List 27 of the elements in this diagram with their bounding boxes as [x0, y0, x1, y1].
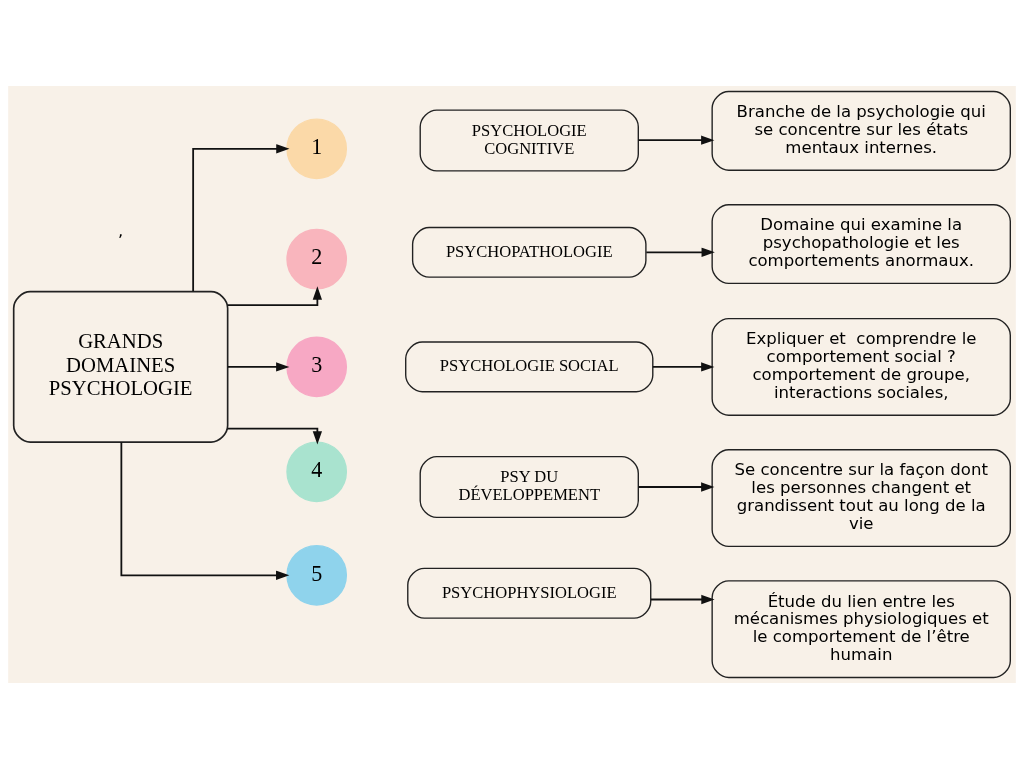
arrow: [226, 285, 322, 306]
node-box: PSYCHOLOGIE SOCIAL: [405, 340, 654, 392]
node-box: Se concentre sur la façon dont les personnes changent et grandissent tout au long de la vie: [711, 448, 1011, 547]
node-box: PSYCHOPHYSIOLOGIE: [407, 567, 652, 619]
node-box: Expliquer et comprendre le comportement social ? comportement de groupe, interactions sociales,: [711, 317, 1011, 416]
arrow: [226, 361, 290, 372]
node-box: PSYCHOLOGIE COGNITIVE: [419, 108, 639, 172]
node-box: PSYCHOPATHOLOGIE: [411, 226, 647, 278]
node-circle: 2: [286, 228, 348, 290]
arrow: [650, 594, 715, 604]
arrow: [645, 247, 715, 257]
arrow: [637, 135, 715, 145]
arrow: [120, 440, 290, 580]
node-box: GRANDS DOMAINES PSYCHOLOGIE: [12, 290, 229, 443]
node-circle: 3: [286, 336, 348, 397]
label: ,: [118, 220, 124, 240]
arrow: [192, 143, 290, 292]
node-box: Branche de la psychologie qui se concentre sur les états mentaux internes.: [711, 90, 1011, 171]
arrow: [637, 481, 715, 492]
node-circle: 1: [286, 117, 348, 179]
node-circle: 4: [286, 440, 348, 502]
node-box: PSY DU DÉVELOPPEMENT: [419, 455, 639, 518]
node-circle: 5: [286, 544, 348, 606]
node-box: Étude du lien entre les mécanismes physiologiques et le comportement de l’être humain: [711, 579, 1011, 678]
node-box: Domaine qui examine la psychopathologie et les comportements anormaux.: [711, 203, 1011, 284]
arrow: [651, 361, 715, 372]
arrow: [226, 427, 322, 445]
